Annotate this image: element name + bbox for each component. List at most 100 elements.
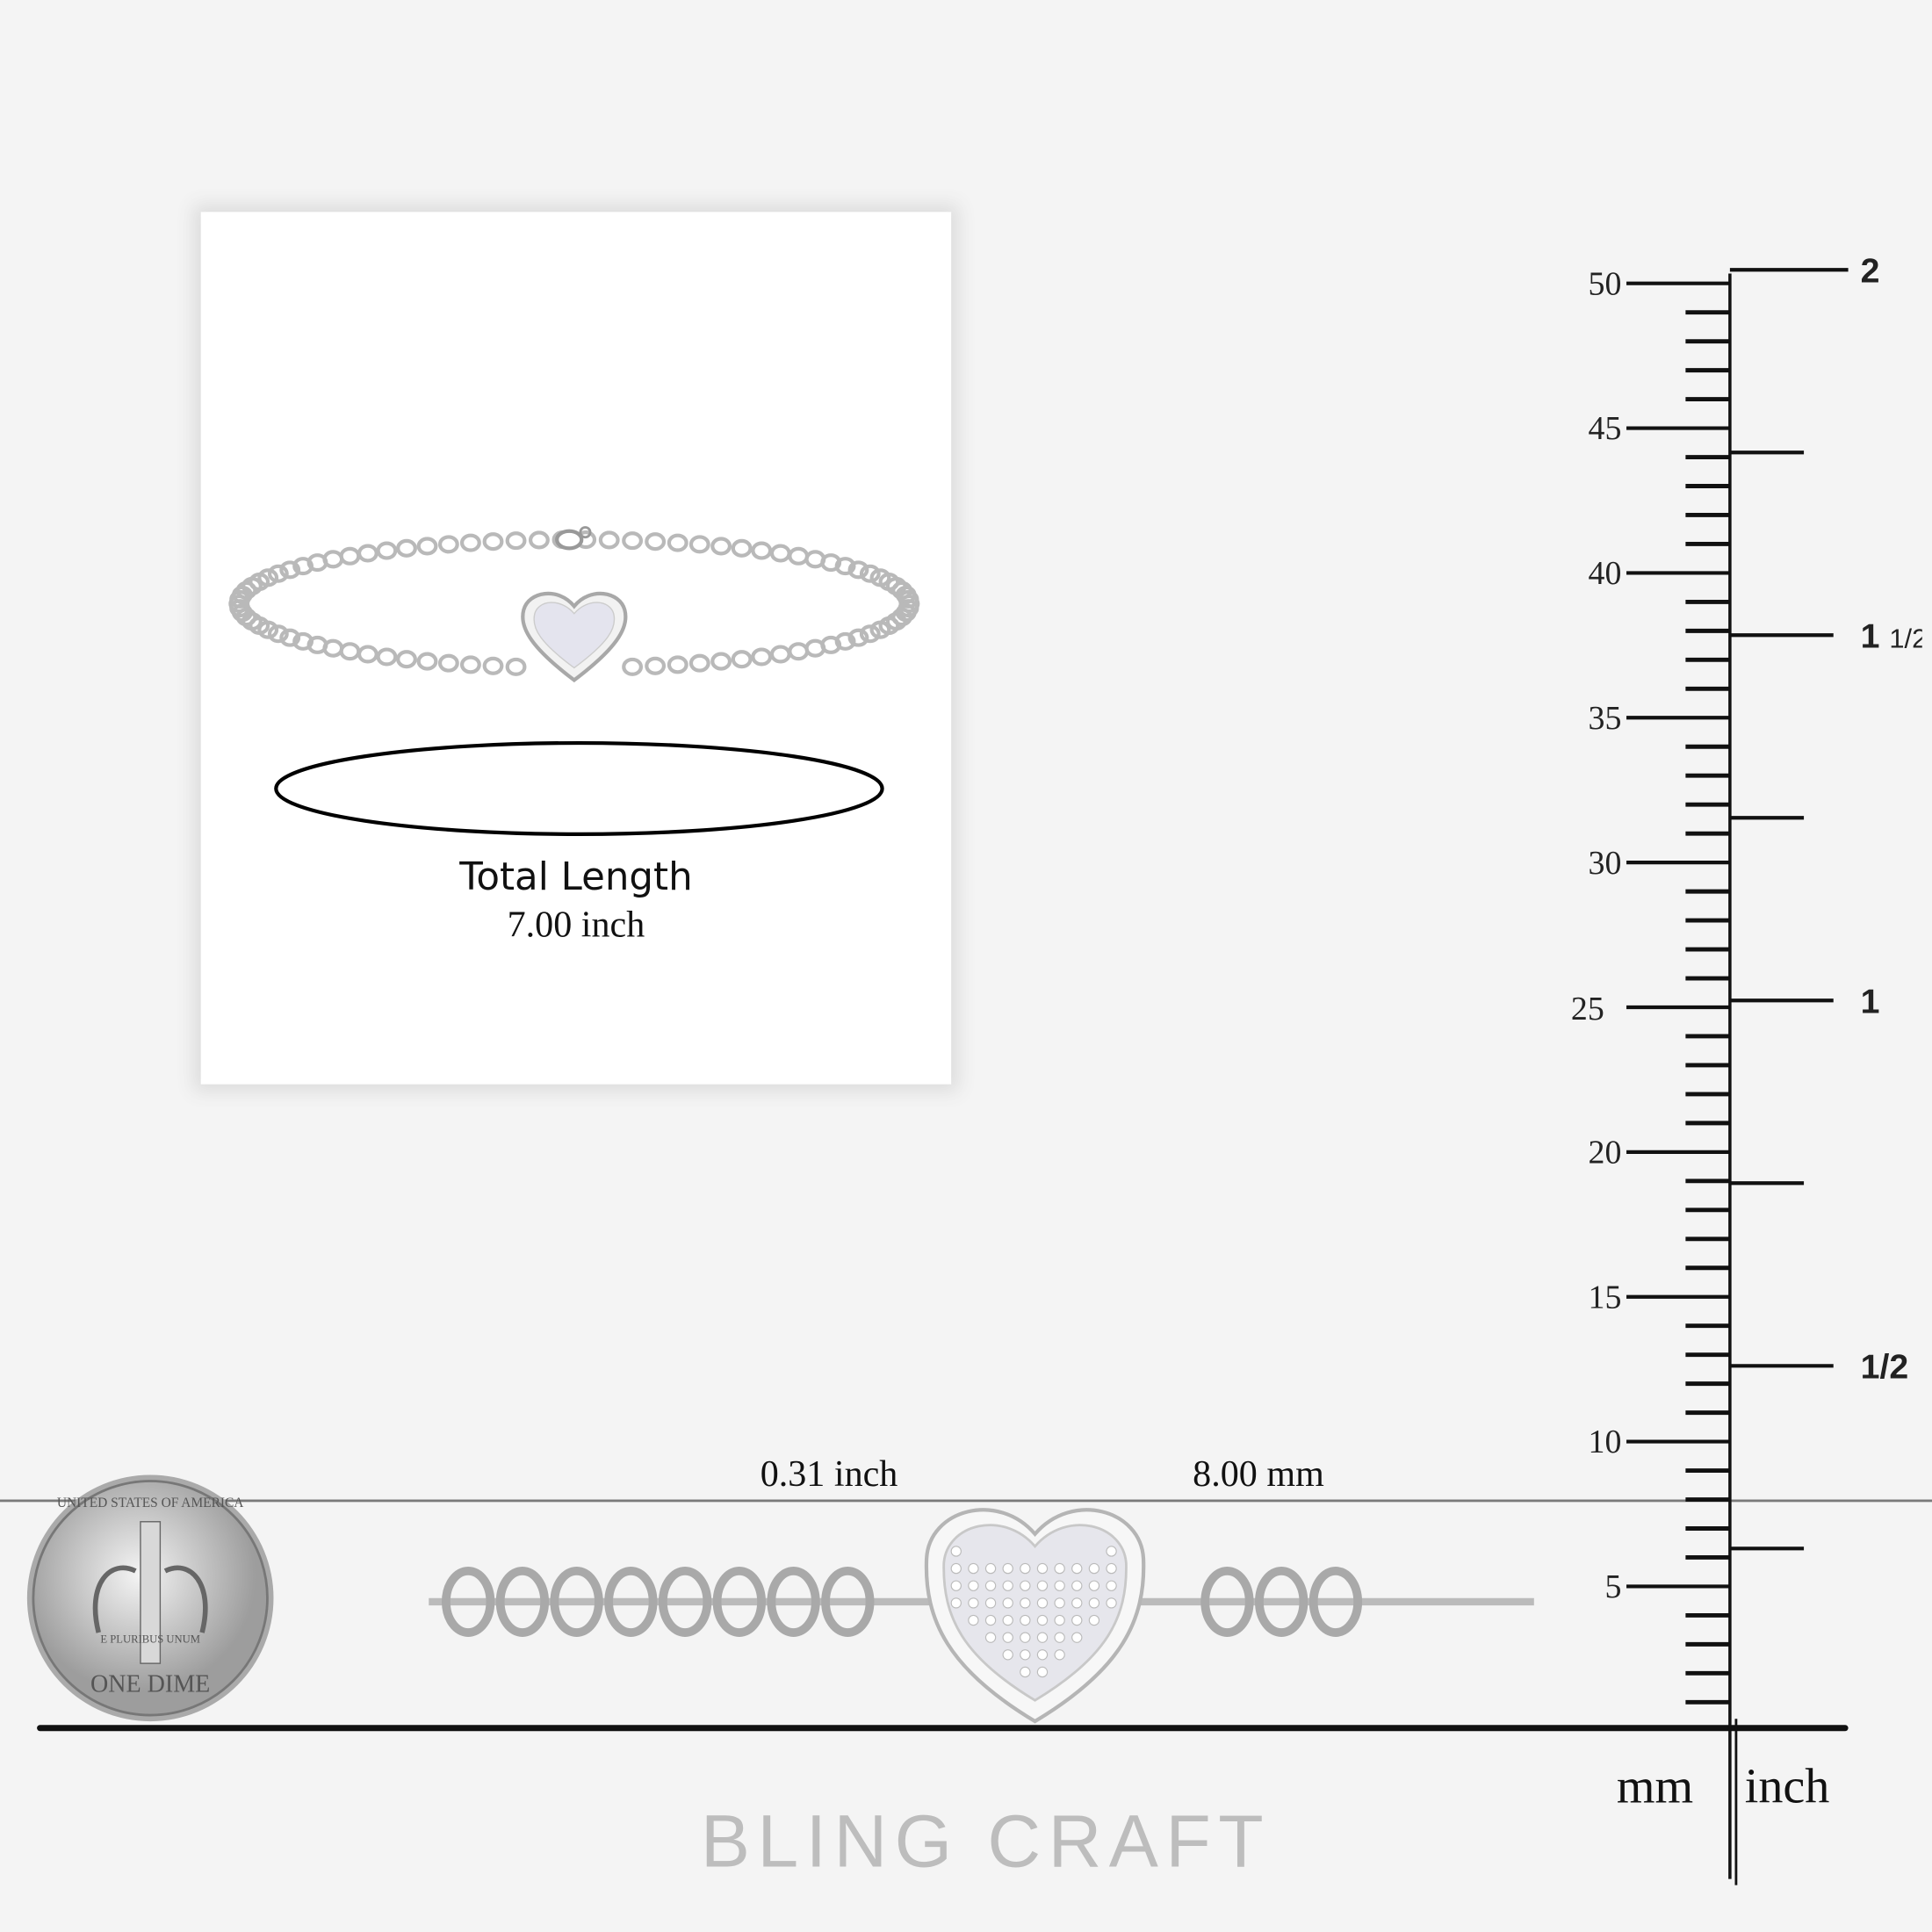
pave-stone — [1071, 1597, 1083, 1609]
mm-label-20: 20 — [1589, 1134, 1622, 1171]
chain-link — [441, 1566, 495, 1637]
chain-link — [859, 564, 881, 583]
pave-stone — [1071, 1580, 1083, 1591]
pave-stone — [968, 1580, 979, 1591]
chain-link — [267, 624, 289, 644]
chain-link — [731, 650, 753, 669]
pave-stone — [1002, 1632, 1013, 1643]
product-card: Total Length 7.00 inch — [200, 212, 952, 1085]
chain-link — [505, 657, 527, 676]
chain-link — [482, 532, 504, 551]
pave-stone — [1036, 1562, 1049, 1575]
pave-stone — [1106, 1562, 1117, 1575]
pave-stone — [984, 1614, 997, 1626]
chain-link — [339, 642, 361, 661]
heart-charm-large — [924, 1508, 1146, 1724]
chain-link — [292, 631, 314, 651]
pave-stone — [1002, 1649, 1013, 1661]
chain-link — [459, 655, 481, 674]
chain-link — [598, 530, 620, 550]
pave-stone — [1071, 1562, 1083, 1575]
pave-stone — [950, 1580, 962, 1591]
chain-link — [1308, 1566, 1363, 1637]
inch-label: 2 — [1861, 251, 1880, 290]
pave-stone — [1002, 1580, 1013, 1591]
chain-link — [459, 533, 481, 552]
pave-stone — [1054, 1649, 1065, 1661]
bracelet-image — [228, 526, 920, 836]
chain-link — [376, 647, 398, 667]
coin-text: ONE DIME — [90, 1670, 210, 1698]
pave-stone — [1002, 1562, 1013, 1575]
chain-link — [550, 1566, 603, 1637]
chain-link — [267, 564, 289, 583]
chain-link — [357, 645, 378, 664]
pave-stone — [1088, 1614, 1100, 1626]
mm-label-5: 5 — [1604, 1568, 1621, 1605]
chain-link — [437, 653, 459, 673]
chain-link — [416, 537, 438, 556]
chain-link — [622, 657, 644, 676]
bracelet-chain — [228, 530, 920, 676]
chain-link — [710, 537, 732, 556]
pave-stone — [1036, 1666, 1049, 1678]
pave-stone — [968, 1614, 979, 1626]
pave-stone — [1020, 1666, 1031, 1678]
pave-stone — [1036, 1614, 1049, 1626]
pave-stone — [950, 1546, 962, 1557]
heart-charm-small — [521, 591, 628, 683]
chain-link — [751, 541, 773, 560]
chain-link — [235, 580, 257, 600]
pave-stone — [1106, 1546, 1117, 1557]
pave-stone — [1106, 1597, 1117, 1609]
pave-stone — [968, 1597, 979, 1609]
pave-stone — [1088, 1580, 1100, 1591]
baseline — [37, 1725, 1849, 1732]
pave-stone — [1036, 1597, 1049, 1609]
chain-link — [788, 546, 810, 566]
chain-link — [1200, 1566, 1254, 1637]
chain-link — [339, 546, 361, 566]
mm-label-10: 10 — [1589, 1424, 1622, 1460]
chain-link — [769, 645, 791, 664]
mm-label-30: 30 — [1589, 845, 1622, 882]
pave-stone — [1071, 1614, 1083, 1626]
chain-link — [688, 653, 710, 673]
svg-text:E PLURIBUS UNUM: E PLURIBUS UNUM — [100, 1633, 200, 1645]
mm-label-45: 45 — [1589, 410, 1622, 447]
length-outline — [274, 740, 884, 836]
pave-stone — [1054, 1597, 1065, 1609]
chain-link — [604, 1566, 658, 1637]
total-length-value: 7.00 inch — [507, 904, 645, 946]
inch-label: 1 — [1861, 982, 1880, 1020]
chain-link — [658, 1566, 712, 1637]
pave-stone — [1036, 1632, 1049, 1643]
mm-label-15: 15 — [1589, 1279, 1622, 1316]
chain-link — [645, 656, 667, 675]
chain-link — [821, 1566, 875, 1637]
mm-label-35: 35 — [1589, 700, 1622, 737]
top-reference-line — [0, 1499, 1932, 1503]
chain-link — [416, 652, 438, 671]
chain-link — [357, 544, 378, 563]
pave-stone — [1088, 1597, 1100, 1609]
chain-link — [505, 531, 527, 551]
pave-stone — [1106, 1580, 1117, 1591]
chain-link — [257, 568, 279, 588]
chain-link — [710, 652, 732, 671]
mm-label-25: 25 — [1571, 991, 1604, 1027]
chain-link — [898, 589, 919, 609]
chain-link — [667, 533, 688, 552]
pave-stone — [984, 1580, 997, 1591]
pave-stone — [1054, 1580, 1065, 1591]
mm-label-50: 50 — [1589, 265, 1622, 302]
pave-stone — [1088, 1562, 1100, 1575]
chain-link — [376, 541, 398, 560]
chain-link — [279, 560, 301, 580]
inch-label: 1 1/2 — [1861, 616, 1922, 655]
chain-link — [712, 1566, 767, 1637]
dime-coin-icon: ONE DIME E PLURIBUS UNUM UNITED STATES O… — [26, 1474, 274, 1722]
chain-link — [396, 538, 417, 558]
